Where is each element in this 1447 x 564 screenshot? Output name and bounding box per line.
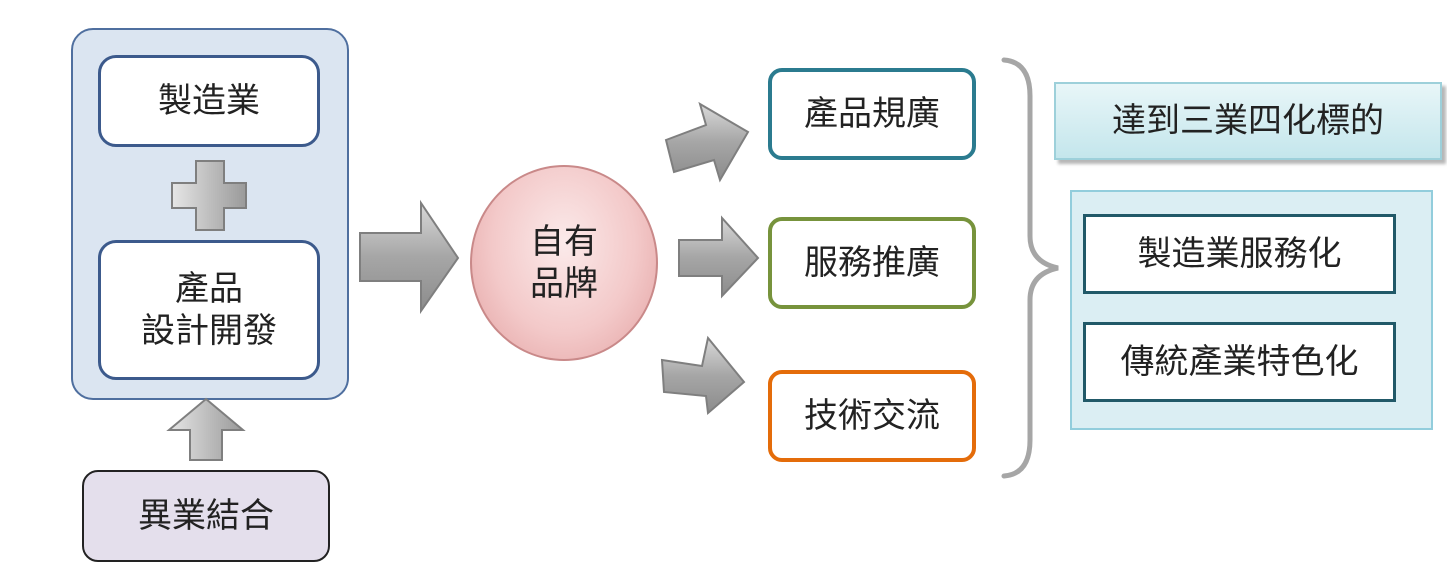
manufacturing-box: 製造業	[98, 55, 320, 147]
arrow-to-product-promotion-icon	[664, 101, 750, 183]
own-brand-ellipse: 自有 品牌	[470, 165, 658, 361]
arrow-to-service-promotion-icon	[678, 215, 760, 299]
right-arrow-icon	[359, 199, 460, 315]
product-promotion-box: 產品規廣	[768, 68, 976, 160]
product-promotion-label: 產品規廣	[804, 93, 940, 134]
goal-item-label: 製造業服務化	[1137, 233, 1342, 274]
goal-item-box: 製造業服務化	[1083, 214, 1396, 294]
right-brace-icon	[1001, 57, 1059, 479]
goal-item-box: 傳統產業特色化	[1083, 322, 1396, 402]
technology-exchange-label: 技術交流	[804, 395, 940, 436]
own-brand-label-line1: 自有	[530, 221, 598, 262]
goal-title-box: 達到三業四化標的	[1054, 82, 1442, 160]
product-design-label-line2: 設計開發	[141, 311, 277, 351]
technology-exchange-box: 技術交流	[768, 370, 976, 462]
own-brand-label-line2: 品牌	[530, 264, 598, 304]
goal-title-label: 達到三業四化標的	[1112, 100, 1384, 141]
manufacturing-label: 製造業	[158, 80, 260, 121]
arrow-to-technology-exchange-icon	[660, 335, 746, 415]
product-design-label-line1: 產品	[175, 268, 243, 309]
up-arrow-icon	[166, 397, 246, 461]
goal-item-label: 傳統產業特色化	[1120, 341, 1359, 382]
plus-icon	[171, 160, 247, 231]
service-promotion-box: 服務推廣	[768, 217, 976, 309]
service-promotion-label: 服務推廣	[804, 242, 940, 283]
cross-industry-box: 異業結合	[82, 470, 330, 562]
product-design-box: 產品 設計開發	[98, 240, 320, 380]
cross-industry-label: 異業結合	[138, 495, 274, 536]
